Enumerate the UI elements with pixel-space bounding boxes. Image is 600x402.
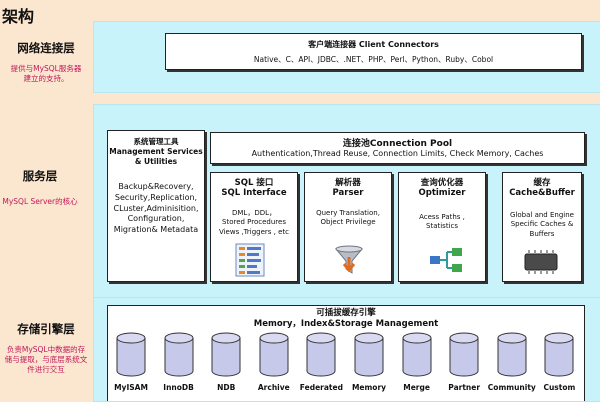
storage-engine-label: Community	[487, 383, 536, 392]
database-cylinder-icon	[164, 332, 194, 377]
connector-layer-name: 网络连接层	[17, 41, 75, 55]
management-body: Backup&Recovery, Security,Replication, C…	[113, 182, 199, 235]
storage-engine-item: Merge	[387, 331, 447, 401]
connection-pool-box: 连接池Connection Pool Authentication,Thread…	[210, 132, 585, 164]
funnel-icon	[335, 245, 363, 274]
optimizer-desc: Acess Paths ,Statistics	[419, 213, 465, 231]
database-cylinder-icon	[402, 332, 432, 377]
storage-engine-label: Archive	[257, 383, 290, 392]
storage-engine-label: InnoDB	[163, 383, 194, 392]
storage-engine-item: Partner	[434, 331, 494, 401]
storage-engine-label: Federated	[299, 383, 343, 392]
database-cylinder-icon	[259, 332, 289, 377]
chip-icon	[524, 250, 558, 274]
connector-layer-desc: 提供与MySQL服务器建立的支持。	[10, 64, 82, 84]
service-layer-name: 服务层	[22, 169, 58, 183]
management-services-box: 系统管理工具 Management Services & Utilities B…	[107, 130, 205, 282]
connection-pool-items: Authentication,Thread Reuse, Connection …	[251, 149, 544, 158]
engine-list: MyISAM InnoDB NDB Archive Federated Memory Mer…	[108, 306, 584, 401]
flow-icon	[430, 248, 462, 272]
storage-engine-label: Memory	[351, 383, 387, 392]
storage-engine-label: NDB	[217, 383, 236, 392]
client-connectors-title: 客户端连接器 Client Connectors	[308, 40, 439, 49]
storage-engine-item: Memory	[339, 331, 399, 401]
storage-engine-label: Merge	[403, 383, 430, 392]
storage-engine-item: Archive	[244, 331, 304, 401]
storage-engine-item: Federated	[291, 331, 351, 401]
storage-engine-item: Custom	[529, 331, 589, 401]
storage-engine-label: Partner	[448, 383, 481, 392]
storage-engine-label: Custom	[543, 383, 576, 392]
storage-engine-item: InnoDB	[149, 331, 209, 401]
client-connectors-items: Native、C、API、JDBC、.NET、PHP、Perl、Python、R…	[253, 55, 494, 64]
parser-desc: Query Translation,Object Privilege	[316, 209, 380, 227]
database-cylinder-icon	[497, 332, 527, 377]
list-icon	[235, 243, 265, 277]
storage-engines-box: 可插拔缓存引擎 Memory，Index&Storage Management …	[107, 305, 585, 401]
storage-engine-item: MyISAM	[101, 331, 161, 401]
storage-layer-desc: 负责MySQL中数据的存储与提取，与底层系统文件进行交互	[4, 345, 88, 375]
storage-layer-name: 存储引擎层	[17, 322, 75, 336]
management-title: 系统管理工具 Management Services & Utilities	[109, 137, 203, 166]
storage-engine-item: NDB	[196, 331, 256, 401]
client-connectors-box: 客户端连接器 Client Connectors Native、C、API、JD…	[165, 33, 582, 70]
page-title: 架构	[2, 7, 35, 26]
storage-engines-title: 可插拔缓存引擎 Memory，Index&Storage Management	[253, 308, 439, 330]
storage-engine-item: Community	[482, 331, 542, 401]
database-cylinder-icon	[544, 332, 574, 377]
database-cylinder-icon	[354, 332, 384, 377]
service-layer-desc: MySQL Server的核心	[2, 197, 78, 206]
database-cylinder-icon	[211, 332, 241, 377]
connection-pool-title: 连接池Connection Pool	[342, 139, 453, 149]
storage-engine-label: MyISAM	[114, 383, 148, 392]
database-cylinder-icon	[449, 332, 479, 377]
database-cylinder-icon	[116, 332, 146, 377]
database-cylinder-icon	[306, 332, 336, 377]
